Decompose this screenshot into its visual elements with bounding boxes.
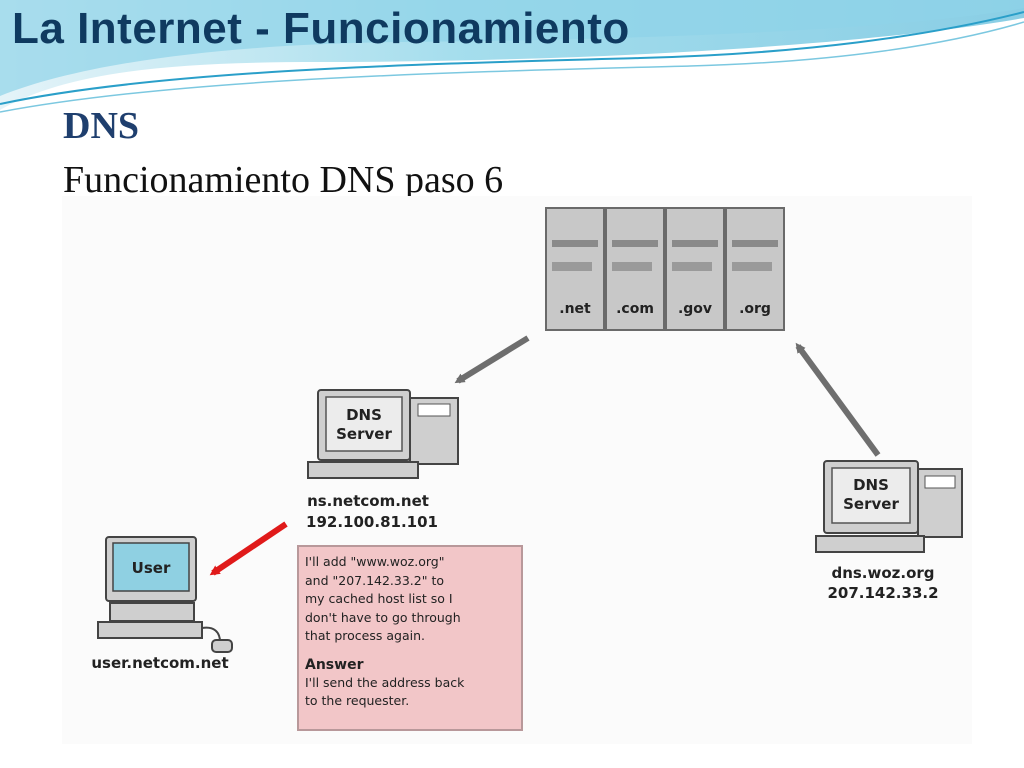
remote-dns-ip: 207.142.33.2 xyxy=(827,584,938,602)
user-screen-label: User xyxy=(132,559,171,577)
root-server-label: .org xyxy=(739,301,771,317)
root-server-org: .org xyxy=(725,207,785,331)
slide-title: La Internet - Funcionamiento xyxy=(12,4,630,53)
local-dns-ip: 192.100.81.101 xyxy=(306,513,438,531)
arrow-root-to-local-dns xyxy=(454,335,530,384)
local-dns-hostname: ns.netcom.net xyxy=(307,492,429,510)
note-heading: Answer xyxy=(305,656,364,673)
cache-note: I'll add "www.woz.org" and "207.142.33.2… xyxy=(297,545,523,731)
note-text: I'll add "www.woz.org" and "207.142.33.2… xyxy=(305,554,461,643)
user-hostname: user.netcom.net xyxy=(91,654,228,672)
user-computer: User xyxy=(97,536,233,653)
header-wave-decoration xyxy=(0,0,1024,113)
root-server-com: .com xyxy=(605,207,665,331)
root-server-label: .com xyxy=(616,301,654,317)
root-server-net: .net xyxy=(545,207,605,331)
root-server-label: .gov xyxy=(678,301,712,317)
note-answer: I'll send the address back to the reques… xyxy=(305,674,465,709)
slide-subtitle: Funcionamiento DNS paso 6 xyxy=(63,159,504,196)
arrow-local-dns-to-user xyxy=(209,521,288,576)
root-server-rack: .net .com .gov .org xyxy=(545,207,785,331)
arrow-remote-dns-to-root xyxy=(795,342,881,457)
remote-dns-hostname: dns.woz.org xyxy=(831,564,934,582)
root-server-gov: .gov xyxy=(665,207,725,331)
root-server-label: .net xyxy=(559,301,591,317)
section-heading: DNS xyxy=(63,105,140,147)
